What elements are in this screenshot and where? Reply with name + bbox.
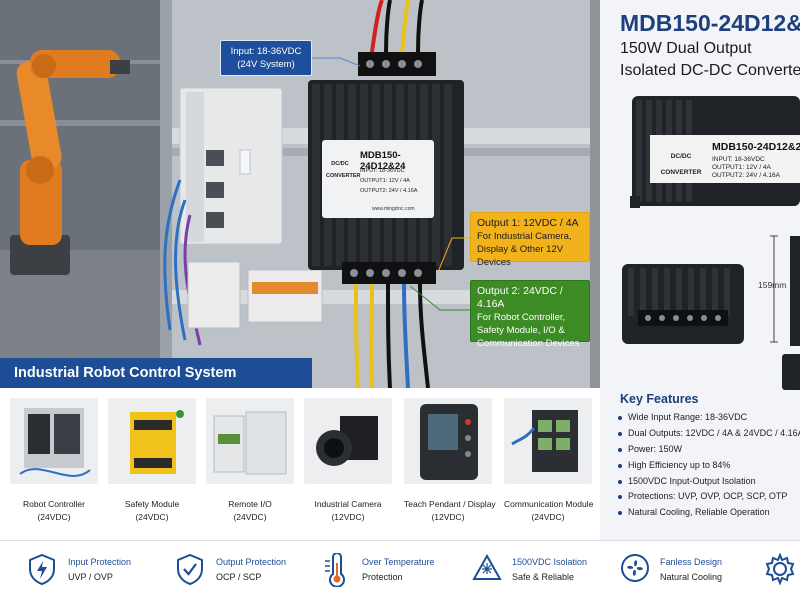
- converter-label-input: INPUT: 18-36VDC: [360, 168, 405, 174]
- app-card-safety-module: Safety Module (24VDC): [108, 398, 196, 524]
- product-label-input: INPUT: 18-36VDC: [712, 156, 765, 163]
- isolation-triangle-icon: [472, 553, 502, 580]
- feature-title: Fanless Design: [660, 557, 723, 567]
- app-voltage: (12VDC): [331, 512, 365, 522]
- output2-callout-line2: Safety Module, I/O &: [477, 325, 565, 336]
- app-voltage: (24VDC): [37, 512, 71, 522]
- product-label-side2: CONVERTER: [660, 169, 702, 176]
- applications-row: Robot Controller (24VDC) Safety Module (…: [0, 388, 600, 540]
- app-name: Teach Pendant / Display: [404, 499, 496, 509]
- hero-banner: Industrial Robot Control System Applicat…: [0, 358, 312, 411]
- app-name: Safety Module: [124, 499, 180, 509]
- camera-image: [304, 398, 392, 484]
- gear-icon: [765, 553, 795, 585]
- feature-title: Input Protection: [68, 557, 132, 567]
- input-callout: Input: 18-36VDC (24V System): [220, 40, 312, 76]
- feature-detail: UVP / OVP: [68, 572, 113, 582]
- switch-image: [504, 398, 592, 484]
- remote-io-image: [206, 398, 294, 484]
- input-callout-line2: (24V System): [237, 59, 295, 70]
- input-callout-line1: Input: 18-36VDC: [230, 46, 302, 57]
- product-subtitle-1: 150W Dual Output: [620, 40, 752, 57]
- app-card-communication-module: Communication Module (24VDC): [504, 398, 594, 524]
- converter-label-side1: DC/DC: [331, 161, 349, 167]
- converter-label-output2: OUTPUT2: 24V / 4.16A: [360, 188, 418, 194]
- app-voltage: (24VDC): [135, 512, 169, 522]
- feature-detail: Safe & Reliable: [512, 572, 575, 582]
- key-feature-item: Wide Input Range: 18-36VDC: [618, 412, 747, 422]
- key-feature-item: High Efficiency up to 84%: [618, 460, 730, 470]
- product-label-output2: OUTPUT2: 24V / 4.16A: [712, 172, 780, 179]
- converter-label-output1: OUTPUT1: 12V / 4A: [360, 178, 410, 184]
- converter-label-model: MDB150-24D12&24: [360, 150, 406, 172]
- converter-label-side2: CONVERTER: [326, 173, 361, 179]
- converter-label: DC/DC CONVERTER MDB150-24D12&24 INPUT: 1…: [322, 140, 434, 218]
- robot-controller-image: [10, 398, 98, 484]
- dimension-label: 159mm: [758, 280, 787, 290]
- safety-module-image: [108, 398, 196, 484]
- output1-callout-line1: For Industrial Camera,: [477, 231, 572, 242]
- key-features-title: Key Features: [620, 392, 699, 406]
- key-feature-item: Protections: UVP, OVP, OCP, SCP, OTP: [618, 491, 787, 501]
- output1-callout: Output 1: 12VDC / 4A For Industrial Came…: [470, 212, 590, 268]
- fan-icon: [621, 554, 649, 582]
- app-card-robot-controller: Robot Controller (24VDC): [10, 398, 98, 524]
- app-name: Robot Controller: [23, 499, 85, 509]
- app-name: Industrial Camera: [314, 499, 382, 509]
- app-card-teach-pendant: Teach Pendant / Display (12VDC): [404, 398, 496, 524]
- product-subtitle-2: Isolated DC-DC Converter: [620, 62, 800, 79]
- shield-check-icon: [177, 553, 203, 585]
- app-card-industrial-camera: Industrial Camera (12VDC): [304, 398, 392, 524]
- app-name: Remote I/O: [228, 499, 272, 509]
- feature-detail: Protection: [362, 572, 403, 582]
- key-feature-item: 1500VDC Input-Output Isolation: [618, 476, 756, 486]
- product-title: MDB150-24D12&24: [620, 10, 800, 36]
- key-feature-item: Natural Cooling, Reliable Operation: [618, 507, 770, 517]
- feature-bar: Input Protection UVP / OVP Output Protec…: [0, 540, 800, 601]
- app-name: Communication Module: [504, 499, 594, 509]
- output2-callout: Output 2: 24VDC / 4.16A For Robot Contro…: [470, 280, 590, 349]
- key-feature-item: Dual Outputs: 12VDC / 4A & 24VDC / 4.16A: [618, 428, 800, 438]
- feature-title: Over Temperature: [362, 557, 435, 567]
- product-label-model: MDB150-24D12&24: [712, 141, 800, 153]
- product-label-output1: OUTPUT1: 12V / 4A: [712, 164, 771, 171]
- key-feature-item: Power: 150W: [618, 444, 682, 454]
- app-card-remote-io: Remote I/O (24VDC): [206, 398, 294, 524]
- product-label: DC/DC CONVERTER MDB150-24D12&24 INPUT: 1…: [650, 135, 800, 183]
- shield-bolt-icon: [29, 553, 55, 585]
- feature-detail: OCP / SCP: [216, 572, 262, 582]
- thermometer-icon: [325, 553, 345, 587]
- feature-title: 1500VDC Isolation: [512, 557, 588, 567]
- teach-pendant-image: [404, 398, 492, 484]
- output2-callout-title: Output 2: 24VDC / 4.16A: [477, 285, 563, 310]
- converter-label-url: www.mingzinc.com: [372, 206, 415, 212]
- app-voltage: (24VDC): [233, 512, 267, 522]
- feature-title: Output Protection: [216, 557, 287, 567]
- app-voltage: (24VDC): [531, 512, 565, 522]
- product-label-side1: DC/DC: [670, 153, 692, 160]
- hero-scene: Input: 18-36VDC (24V System) DC/DC CONVE…: [0, 0, 600, 388]
- robot-arm-image: [10, 50, 130, 275]
- output1-callout-line2: Display & Other 12V Devices: [477, 244, 564, 268]
- output1-callout-title: Output 1: 12VDC / 4A: [477, 217, 579, 229]
- feature-detail: Natural Cooling: [660, 572, 723, 582]
- output2-callout-line1: For Robot Controller,: [477, 312, 566, 323]
- app-voltage: (12VDC): [431, 512, 465, 522]
- output2-callout-line3: Communication Devices: [477, 338, 580, 349]
- product-panel: MDB150-24D12&24 150W Dual Output Isolate…: [600, 0, 800, 540]
